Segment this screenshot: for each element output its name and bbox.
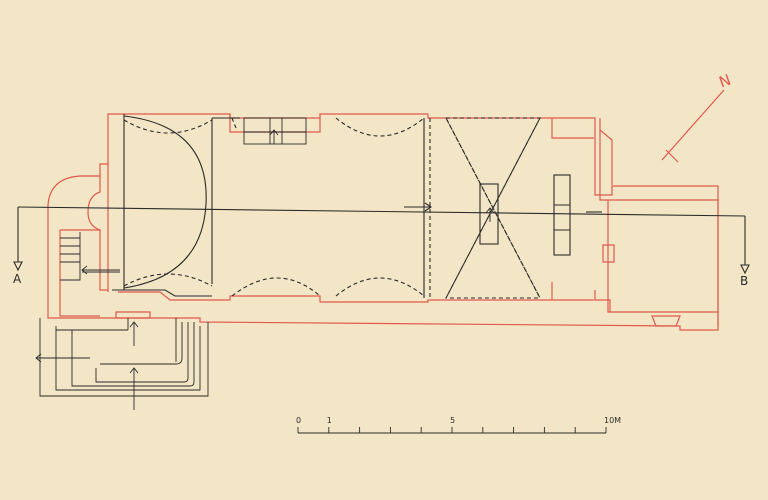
red-wall-outline — [47, 113, 719, 331]
scale-tick-label: 10M — [604, 416, 621, 425]
scale-tick-label: 5 — [450, 416, 455, 425]
scale-tick-label: 1 — [327, 416, 332, 425]
north-arrow: N — [661, 71, 734, 163]
dashed-vaults — [123, 117, 541, 299]
section-label-b: B — [740, 274, 748, 288]
black-structure — [36, 114, 571, 397]
north-label: N — [717, 71, 734, 92]
section-line — [13, 202, 750, 275]
section-label-a: A — [13, 272, 22, 286]
scale-bar: 0 1 5 10M — [296, 416, 621, 434]
scale-tick-label: 0 — [296, 416, 301, 425]
direction-arrows — [35, 129, 495, 410]
